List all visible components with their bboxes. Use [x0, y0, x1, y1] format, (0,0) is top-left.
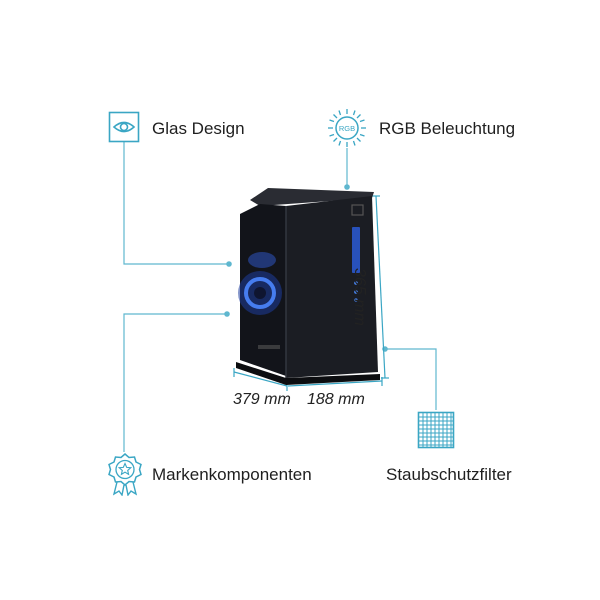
rgb-callout-dot	[344, 184, 350, 190]
depth-dimension-line	[233, 371, 288, 387]
width-dimension-label: 188 mm	[307, 391, 365, 408]
brand-feature	[106, 452, 144, 501]
glass-feature-label: Glas Design	[152, 119, 245, 138]
award-medal-icon	[108, 453, 142, 497]
height-dimension-line	[375, 195, 386, 379]
pc-case	[236, 188, 380, 385]
eye-icon	[108, 111, 140, 143]
width-dimension-line	[287, 380, 383, 387]
front-io-strip	[352, 227, 360, 273]
filter-feature	[417, 411, 455, 454]
depth-dimension-label: 379 mm	[233, 391, 291, 408]
height-dimension-label: 365 mm	[351, 268, 368, 326]
filter-callout-line	[386, 348, 437, 410]
power-button	[351, 204, 364, 216]
rgb-feature: RGB	[327, 108, 367, 153]
rgb-icon-text: RGB	[339, 124, 355, 133]
glass-feature	[108, 111, 140, 148]
rgb-feature-label: RGB Beleuchtung	[379, 119, 516, 138]
dust-filter-grid-icon	[417, 411, 455, 449]
rgb-badge-icon: RGB	[328, 109, 366, 147]
brand-callout-dot	[224, 311, 230, 317]
brand-callout-line	[123, 313, 226, 452]
glass-callout-line	[123, 142, 228, 265]
glass-callout-dot	[226, 261, 232, 267]
brand-feature-label: Markenkomponenten	[152, 465, 312, 484]
filter-feature-label: Staubschutzfilter	[386, 465, 512, 484]
